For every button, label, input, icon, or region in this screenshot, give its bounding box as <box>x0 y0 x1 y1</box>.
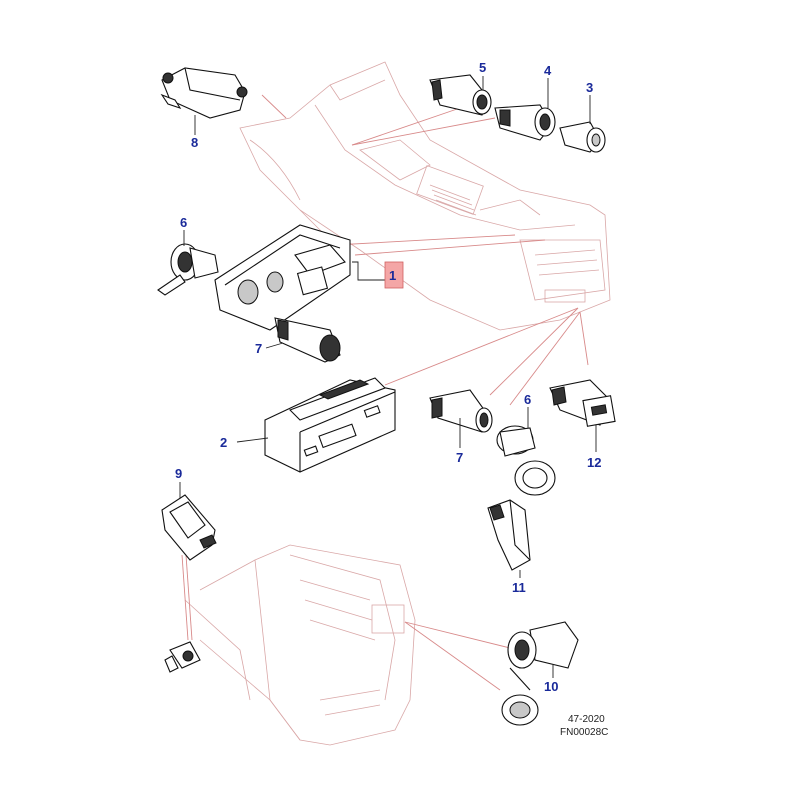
callout-6-lower[interactable]: 6 <box>524 392 531 407</box>
callout-labels: 1 2 3 4 5 6 6 7 7 8 9 10 11 12 <box>175 60 601 694</box>
callout-7-upper[interactable]: 7 <box>255 341 262 356</box>
part-7-socket-upper <box>265 317 341 363</box>
callout-10[interactable]: 10 <box>544 679 558 694</box>
callout-8[interactable]: 8 <box>191 135 198 150</box>
callout-1-highlight <box>384 261 404 289</box>
part-6-socket-lower <box>496 407 556 496</box>
callout-6-upper[interactable]: 6 <box>180 215 187 230</box>
callout-9[interactable]: 9 <box>175 466 182 481</box>
part-3-plug <box>559 95 606 153</box>
callout-1[interactable]: 1 <box>389 268 396 283</box>
reference-line-1: 47-2020 <box>568 714 605 725</box>
part-12-usb-socket <box>549 379 616 452</box>
callout-12[interactable]: 12 <box>587 455 601 470</box>
part-7-socket-lower <box>429 389 493 448</box>
location-leaders <box>181 94 589 691</box>
part-10-socket <box>501 621 579 726</box>
part-4-socket <box>494 78 556 141</box>
reference-code: 47-2020 FN00028C <box>560 714 608 738</box>
part-1-panel <box>214 224 385 331</box>
part-8-module <box>160 67 248 135</box>
reference-line-2: FN00028C <box>560 727 608 738</box>
part-5-socket <box>429 74 492 116</box>
callout-2[interactable]: 2 <box>220 435 227 450</box>
callout-7-lower[interactable]: 7 <box>456 450 463 465</box>
connector-plug <box>164 641 201 673</box>
callout-4[interactable]: 4 <box>544 63 552 78</box>
callout-5[interactable]: 5 <box>479 60 486 75</box>
part-9-module <box>161 482 217 561</box>
part-6-socket-upper <box>157 230 219 296</box>
cargo-area-outline <box>184 544 416 746</box>
callout-11[interactable]: 11 <box>512 580 526 595</box>
part-2-usb-hub <box>236 377 396 473</box>
part-11-bracket <box>487 499 531 578</box>
callout-3[interactable]: 3 <box>586 80 593 95</box>
